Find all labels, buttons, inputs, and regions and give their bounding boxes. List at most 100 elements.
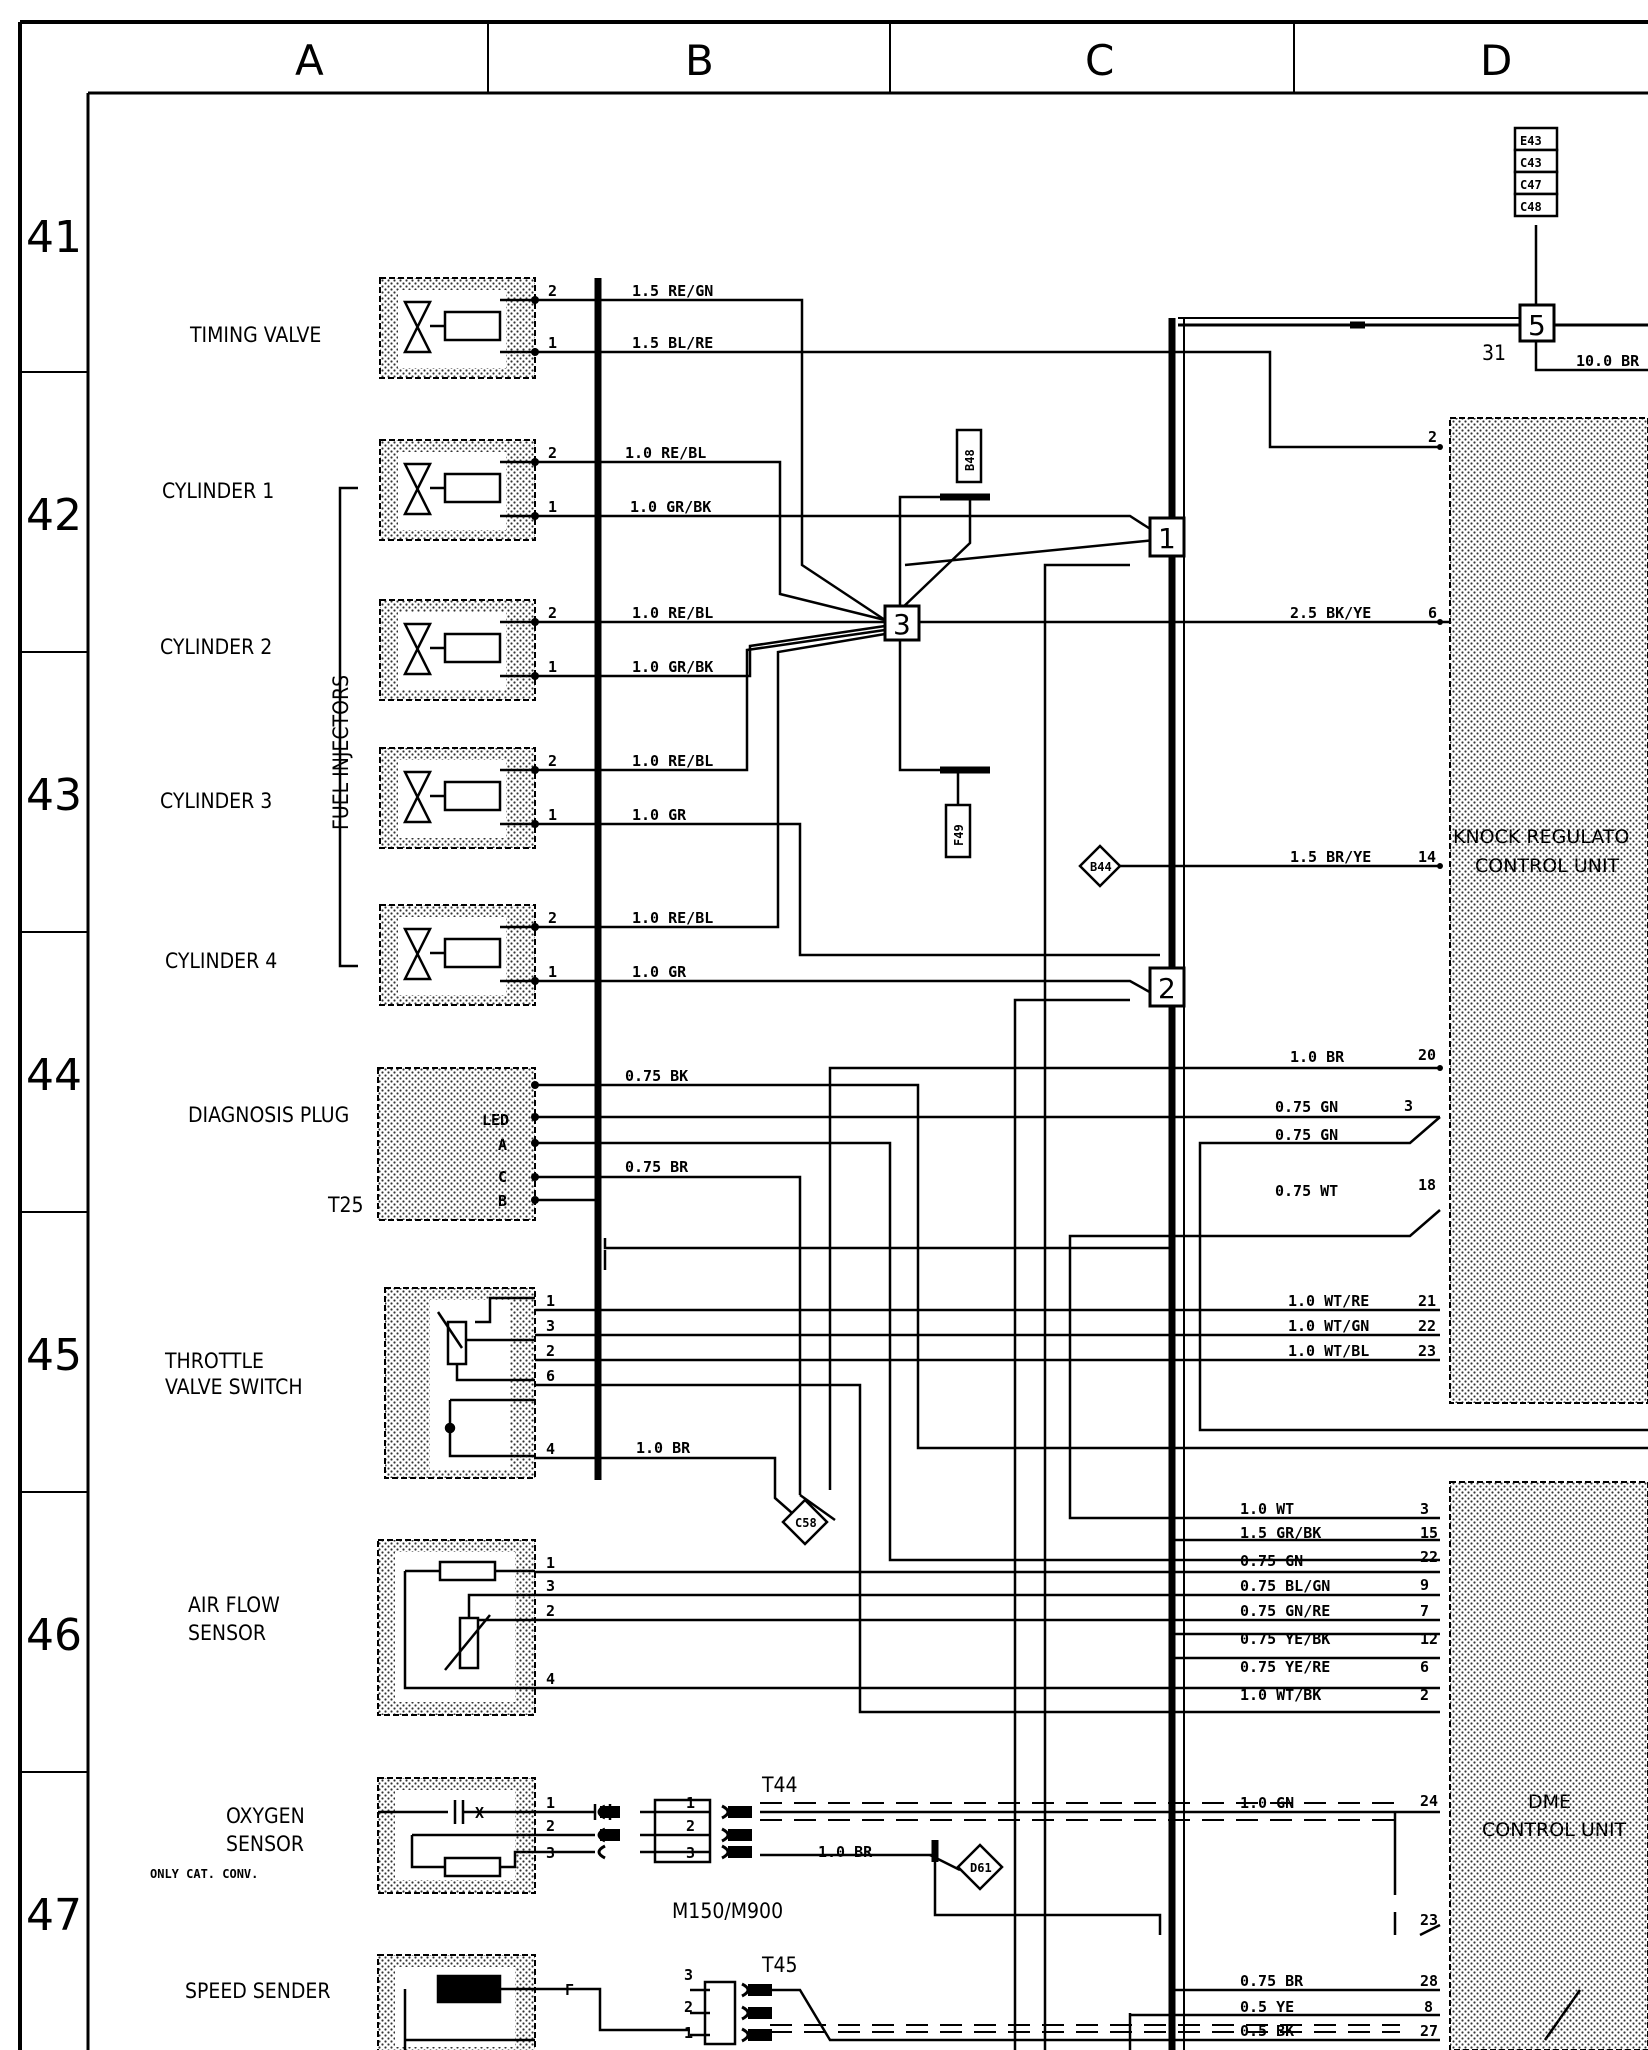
svg-text:2: 2 bbox=[548, 444, 557, 462]
terminal-dots bbox=[531, 296, 1443, 1204]
wire-label: 1.0 RE/BL bbox=[625, 444, 706, 462]
svg-text:9: 9 bbox=[1420, 1576, 1429, 1594]
ref-e43: E43 bbox=[1520, 134, 1542, 148]
splice-bars bbox=[931, 321, 1365, 1862]
diag-pin-b: B bbox=[498, 1192, 507, 1210]
diag-pin-a: A bbox=[498, 1136, 507, 1154]
valve-symbols bbox=[402, 298, 535, 983]
wire-label: 1.0 WT/RE bbox=[1288, 1292, 1369, 1310]
ref-b44: B44 bbox=[1090, 860, 1112, 874]
svg-text:1: 1 bbox=[686, 1794, 695, 1812]
svg-text:1: 1 bbox=[546, 1554, 555, 1572]
label-knock-1: KNOCK REGULATO bbox=[1453, 826, 1629, 848]
svg-text:2: 2 bbox=[548, 752, 557, 770]
junction-3-label: 3 bbox=[893, 608, 911, 641]
svg-text:2: 2 bbox=[548, 282, 557, 300]
svg-text:23: 23 bbox=[1418, 1342, 1436, 1360]
wire-label: 1.0 RE/BL bbox=[632, 604, 713, 622]
svg-text:20: 20 bbox=[1418, 1046, 1436, 1064]
svg-text:6: 6 bbox=[1420, 1658, 1429, 1676]
svg-text:1: 1 bbox=[548, 963, 557, 981]
wire-label: 1.0 WT bbox=[1240, 1500, 1294, 1518]
bus-lines bbox=[594, 278, 1648, 2050]
svg-text:2: 2 bbox=[1428, 428, 1437, 446]
label-cylinder-2: CYLINDER 2 bbox=[160, 635, 272, 659]
component-boxes bbox=[377, 277, 1648, 2050]
diag-pin-c: C bbox=[498, 1168, 507, 1186]
svg-text:4: 4 bbox=[546, 1670, 555, 1688]
label-t44: T44 bbox=[761, 1773, 798, 1797]
row-label-47: 47 bbox=[26, 1890, 82, 1941]
reference-diamonds bbox=[781, 844, 1122, 1891]
ref-d61: D61 bbox=[970, 1861, 992, 1875]
svg-text:2: 2 bbox=[1420, 1686, 1429, 1704]
label-knock-2: CONTROL UNIT bbox=[1475, 855, 1620, 877]
svg-text:24: 24 bbox=[1420, 1792, 1438, 1810]
svg-text:3: 3 bbox=[546, 1577, 555, 1595]
diagnosis-plug-box bbox=[377, 1067, 536, 1221]
cylinder-4-symbol bbox=[402, 925, 535, 983]
wire-label: 0.75 GN/RE bbox=[1240, 1602, 1330, 1620]
svg-text:15: 15 bbox=[1420, 1524, 1438, 1542]
label-dme-1: DME bbox=[1528, 1791, 1571, 1813]
ref-c58: C58 bbox=[795, 1516, 817, 1530]
svg-text:2: 2 bbox=[548, 604, 557, 622]
wire-label: 1.5 BL/RE bbox=[632, 334, 713, 352]
svg-text:2: 2 bbox=[546, 1342, 555, 1360]
svg-text:1: 1 bbox=[546, 1292, 555, 1310]
svg-text:12: 12 bbox=[1420, 1630, 1438, 1648]
label-fuel-injectors: FUEL INJECTORS bbox=[329, 675, 353, 830]
connector-pins bbox=[600, 1806, 772, 2041]
wire-label: 0.5 BK bbox=[1240, 2022, 1294, 2040]
svg-text:3: 3 bbox=[1420, 1500, 1429, 1518]
wire-label: 1.0 BR bbox=[636, 1439, 691, 1457]
column-label-b: B bbox=[685, 36, 714, 85]
svg-text:7: 7 bbox=[1420, 1602, 1429, 1620]
speed-sender-symbol bbox=[403, 1974, 690, 2050]
svg-text:22: 22 bbox=[1418, 1317, 1436, 1335]
label-cylinder-3: CYLINDER 3 bbox=[160, 789, 272, 813]
component-pin-numbers: 2 1 2 1 2 1 2 1 2 1 1 3 2 6 4 1 3 2 4 1 … bbox=[546, 282, 695, 2042]
timing-valve-symbol bbox=[402, 298, 535, 354]
junction-2-label: 2 bbox=[1158, 972, 1176, 1005]
ref-c48: C48 bbox=[1520, 200, 1542, 214]
wire-label: 1.0 BR bbox=[1290, 1048, 1345, 1066]
wire-label: 0.75 BK bbox=[625, 1067, 688, 1085]
row-label-41: 41 bbox=[26, 212, 82, 263]
wire-label: 1.0 GR/BK bbox=[630, 498, 711, 516]
oxygen-sensor-symbol bbox=[378, 1800, 535, 1878]
svg-text:3: 3 bbox=[684, 1966, 693, 1984]
junction-2 bbox=[1148, 966, 1186, 1008]
svg-text:27: 27 bbox=[1420, 2022, 1438, 2040]
column-label-d: D bbox=[1480, 36, 1512, 85]
row-label-44: 44 bbox=[26, 1050, 82, 1101]
wire-label: 1.5 BR/YE bbox=[1290, 848, 1371, 866]
wire-label: 1.0 GR bbox=[632, 806, 687, 824]
wire-label: 2.5 BK/YE bbox=[1290, 604, 1371, 622]
label-m150: M150/M900 bbox=[672, 1899, 783, 1923]
wire-label: 1.0 BR bbox=[818, 1843, 873, 1861]
cylinder-3-symbol bbox=[402, 768, 535, 826]
cylinder-2-symbol bbox=[402, 620, 535, 678]
label-dme-2: CONTROL UNIT bbox=[1482, 1819, 1627, 1841]
label-air-flow-2: SENSOR bbox=[188, 1621, 266, 1645]
wire-label: 1.5 GR/BK bbox=[1240, 1524, 1321, 1542]
wire-label: 0.75 YE/BK bbox=[1240, 1630, 1330, 1648]
svg-text:1: 1 bbox=[548, 658, 557, 676]
oxygen-x-mark: X bbox=[475, 1804, 484, 1822]
fuel-injectors-bracket bbox=[338, 486, 358, 968]
cylinder-1-symbol bbox=[402, 460, 535, 518]
label-throttle-1: THROTTLE bbox=[164, 1349, 264, 1373]
air-flow-symbol bbox=[403, 1560, 535, 1690]
svg-text:6: 6 bbox=[1428, 604, 1437, 622]
shield-lines bbox=[760, 1802, 1400, 2033]
label-t25: T25 bbox=[327, 1193, 364, 1217]
wire-label: 1.0 RE/BL bbox=[632, 752, 713, 770]
throttle-switch-symbol bbox=[436, 1296, 535, 1458]
svg-text:21: 21 bbox=[1418, 1292, 1436, 1310]
wire-label: 1.0 RE/BL bbox=[632, 909, 713, 927]
svg-text:14: 14 bbox=[1418, 848, 1436, 866]
reference-boxes bbox=[944, 126, 1559, 859]
svg-text:3: 3 bbox=[686, 1844, 695, 1862]
svg-text:2: 2 bbox=[684, 1998, 693, 2016]
